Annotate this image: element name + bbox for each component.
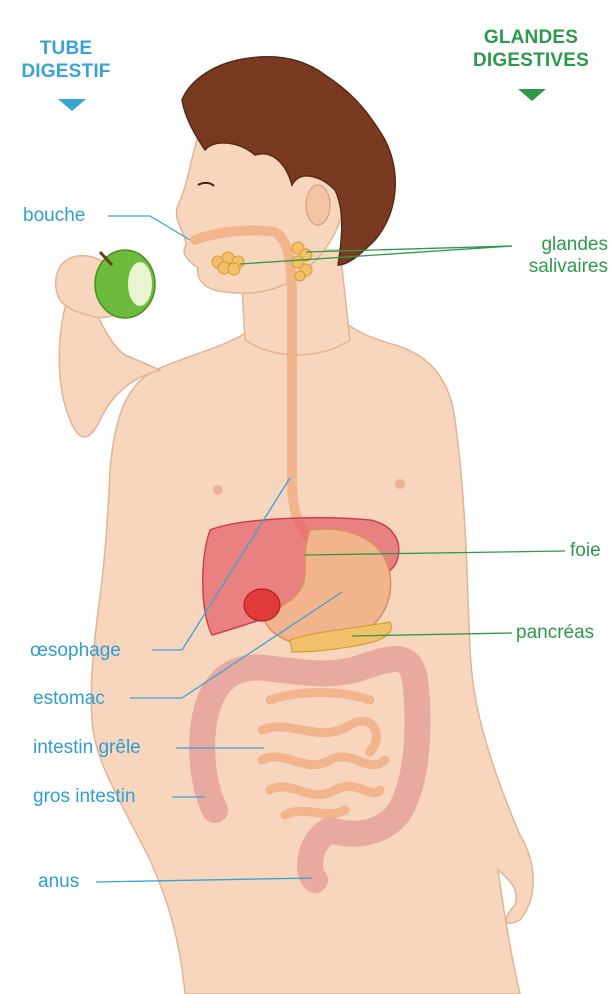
label-anus: anus [38,871,79,893]
glandes-digestives-arrow-icon [518,89,546,101]
glandes-digestives-header-line-2: DIGESTIVES [455,49,607,72]
glandes-digestives-header-line-1: GLANDES [455,26,607,49]
label-intestin-grele: intestin grêle [33,737,141,759]
label-bouche: bouche [23,205,85,227]
label-gros-intestin: gros intestin [33,786,135,808]
label-glandes-salivaires-line-2: salivaires [516,256,608,278]
label-pancreas: pancréas [516,622,594,644]
tube-digestif-arrow-icon [58,99,86,111]
label-foie: foie [570,540,601,562]
tube-digestif-header-line-2: DIGESTIF [12,60,120,83]
label-estomac: estomac [33,688,105,710]
glandes-digestives-header: GLANDES DIGESTIVES [455,26,607,72]
tube-digestif-header: TUBE DIGESTIF [12,37,120,83]
label-glandes-salivaires: glandes salivaires [516,234,608,278]
label-oesophage: œsophage [30,640,121,662]
tube-digestif-header-line-1: TUBE [12,37,120,60]
label-glandes-salivaires-line-1: glandes [516,234,608,256]
